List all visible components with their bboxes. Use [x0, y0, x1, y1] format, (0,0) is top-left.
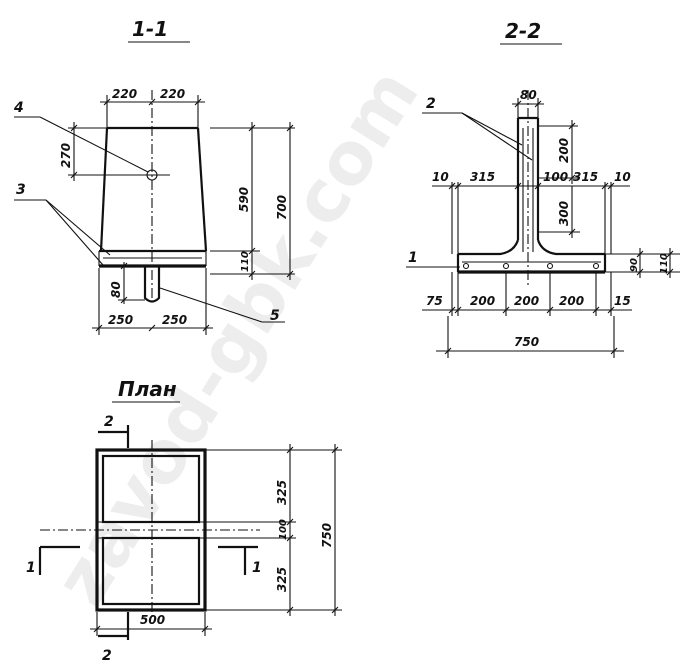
plan-title: План: [118, 377, 177, 401]
section-1-1-title: 1-1: [132, 17, 168, 41]
section-1-1-body: [98, 90, 208, 303]
dim-110: 110: [240, 251, 251, 272]
dim-100-mid: 100: [543, 170, 568, 184]
dim-315-right: 315: [573, 170, 598, 184]
section-1-1: 1-1 220 220 270: [13, 17, 295, 335]
callout-1: 1: [408, 250, 418, 266]
dim-590: 590: [237, 187, 251, 212]
dim-200-b3: 200: [559, 294, 584, 308]
dim-10-left: 10: [432, 170, 449, 184]
callout-3: 3: [16, 182, 26, 198]
dim-700: 700: [275, 195, 289, 220]
dim-80: 80: [109, 281, 123, 298]
cut-mark-1-right: 1: [252, 560, 262, 576]
dim-15: 15: [614, 294, 631, 308]
dim-325-top: 325: [275, 480, 289, 505]
dim-500: 500: [140, 613, 165, 627]
dim-100-plan: 100: [278, 519, 289, 540]
dim-200-b2: 200: [514, 294, 539, 308]
dim-300: 300: [557, 201, 571, 226]
section-2-2-body: [456, 90, 607, 285]
dim-750-plan: 750: [320, 523, 334, 548]
dim-315-left: 315: [470, 170, 495, 184]
callout-5: 5: [270, 308, 280, 324]
dim-90: 90: [629, 258, 640, 272]
cut-mark-2-bottom: 2: [102, 648, 112, 664]
dim-75: 75: [426, 294, 443, 308]
dim-10-right: 10: [614, 170, 631, 184]
plan-view: План 2 2 1 1 325: [26, 377, 342, 664]
dim-270: 270: [59, 143, 73, 168]
dim-250-right: 250: [162, 313, 187, 327]
section-2-2: 2-2 80: [406, 19, 680, 358]
mounting-lug: [143, 266, 161, 303]
section-2-2-title: 2-2: [505, 19, 541, 43]
dim-250-left: 250: [108, 313, 133, 327]
cut-mark-1-left: 1: [26, 560, 36, 576]
dim-200-vert: 200: [557, 138, 571, 163]
dim-200-b1: 200: [470, 294, 495, 308]
cut-mark-2-top: 2: [104, 414, 114, 430]
dim-110-right: 110: [659, 253, 670, 274]
dim-750-total: 750: [514, 335, 539, 349]
dim-325-bottom: 325: [275, 567, 289, 592]
callout-4: 4: [13, 100, 24, 116]
dim-80-top: 80: [520, 88, 537, 102]
callout-2: 2: [426, 96, 436, 112]
dim-220-right: 220: [160, 87, 185, 101]
dim-220-left: 220: [112, 87, 137, 101]
